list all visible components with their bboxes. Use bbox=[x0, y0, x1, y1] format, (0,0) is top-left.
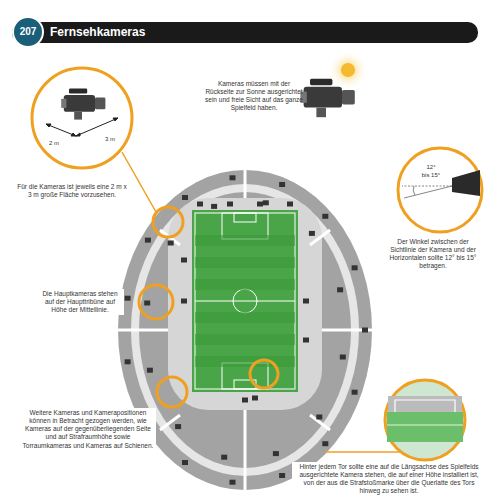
camera-position bbox=[227, 202, 233, 207]
camera-position bbox=[145, 238, 151, 243]
camera-position bbox=[197, 202, 203, 207]
sun bbox=[328, 50, 368, 90]
camera-position bbox=[352, 265, 358, 270]
camera-position bbox=[362, 328, 368, 333]
camera-position bbox=[230, 480, 236, 485]
camera-position bbox=[273, 451, 279, 456]
inset-floor-area bbox=[32, 68, 132, 168]
camera-position bbox=[316, 415, 322, 420]
inset-angle bbox=[398, 148, 482, 232]
camera-position bbox=[279, 182, 285, 187]
camera-position bbox=[175, 424, 181, 429]
camera-position bbox=[181, 258, 187, 263]
camera-position bbox=[144, 301, 150, 306]
dimension-label: 2 m bbox=[44, 140, 64, 148]
camera-position bbox=[322, 441, 328, 446]
camera-position bbox=[181, 299, 187, 304]
angle-label: bis 15° bbox=[418, 172, 444, 180]
camera-position bbox=[168, 241, 174, 246]
camera-position bbox=[279, 473, 285, 478]
page-number: 207 bbox=[13, 27, 43, 37]
camera-position bbox=[303, 299, 309, 304]
camera-position bbox=[322, 214, 328, 219]
callout-circles bbox=[139, 207, 278, 407]
camera-position bbox=[252, 396, 258, 401]
camera-position bbox=[125, 359, 131, 364]
camera-position bbox=[287, 202, 293, 207]
note-text: Für die Kameras ist jeweils eine 2 m x 3… bbox=[16, 183, 128, 199]
camera-position bbox=[257, 202, 263, 207]
camera-position bbox=[303, 338, 309, 343]
angle-sketch bbox=[402, 170, 480, 198]
leader-lines bbox=[122, 152, 412, 452]
stadium bbox=[118, 170, 372, 490]
camera-position bbox=[182, 460, 188, 465]
camera-position bbox=[125, 296, 131, 301]
camera-position bbox=[182, 195, 188, 200]
page-title: Fernsehkameras bbox=[50, 25, 145, 40]
header-bar bbox=[12, 22, 478, 43]
camera-position bbox=[242, 398, 248, 403]
camera-position bbox=[211, 204, 217, 209]
camera-position bbox=[147, 368, 153, 373]
note-text: Weitere Kameras und Kamerapositionen kön… bbox=[20, 408, 156, 451]
note-text: Die Hauptkameras stehen auf der Haupttri… bbox=[36, 289, 124, 315]
camera-position bbox=[230, 175, 236, 180]
camera-position bbox=[340, 355, 346, 360]
camera-position bbox=[309, 231, 315, 236]
dimension-arrows bbox=[46, 118, 118, 136]
note-text: Der Winkel zwischen der Sichtlinie der K… bbox=[384, 238, 482, 271]
camera-position bbox=[337, 287, 343, 292]
angle-label: 12° bbox=[418, 164, 444, 172]
camera-position bbox=[263, 200, 269, 205]
note-text: Kameras müssen mit der Rückseite zur Son… bbox=[203, 80, 305, 113]
note-text: Hinter jedem Tor sollte eine auf die Län… bbox=[292, 462, 486, 497]
page-number-circle bbox=[13, 17, 43, 47]
camera-position bbox=[221, 455, 227, 460]
dimension-label: 3 m bbox=[100, 136, 120, 144]
pitch bbox=[192, 210, 298, 392]
goal-view bbox=[387, 396, 463, 442]
camera-position bbox=[352, 390, 358, 395]
inset-goal-view bbox=[385, 380, 465, 460]
